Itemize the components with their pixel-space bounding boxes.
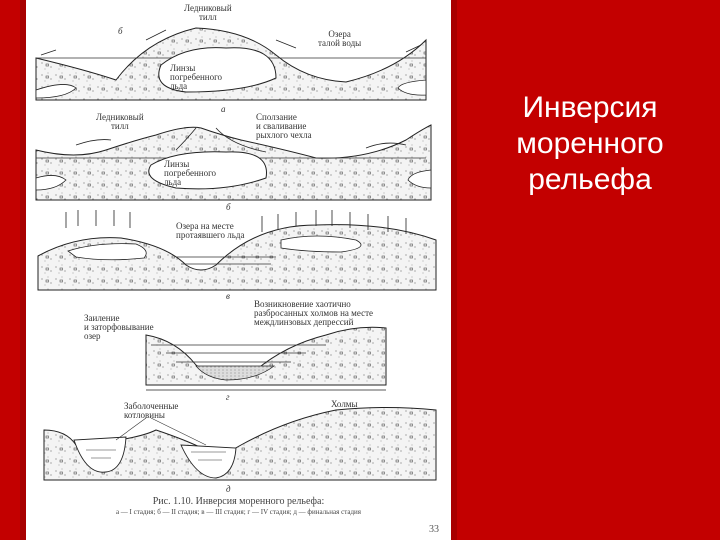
label-thawed-ice-lakes: Озера на месте протаявшего льда <box>176 221 245 240</box>
stage-label-e: д <box>226 484 231 494</box>
panel-e <box>43 407 437 481</box>
stage-label-d: г <box>226 392 230 402</box>
label-hills: Холмы <box>331 399 358 409</box>
figure-right-edge <box>451 0 457 540</box>
label-slumping: Сползание и сваливание рыхлого чехла <box>256 112 312 140</box>
label-glacial-till-b: Ледниковый тилл <box>96 112 144 131</box>
stage-label-a: а <box>221 104 226 114</box>
stage-label-b: б <box>226 202 231 212</box>
label-swamped-basins: Заболоченные котловины <box>124 401 179 420</box>
label-buried-ice-lenses-b: Линзы погребенного льда <box>164 159 217 187</box>
label-meltwater-lakes: Озера талой воды <box>318 29 362 48</box>
panel-a <box>35 27 427 101</box>
moraine-inversion-figure: Ледниковый тилл Озера талой воды Линзы п… <box>26 0 451 540</box>
figure-drawing <box>35 27 437 481</box>
label-b-marker: б <box>118 26 123 36</box>
stage-label-c: в <box>226 291 230 301</box>
label-lake-siltation: Заиление и заторфовывание озер <box>84 313 154 341</box>
title-line-3: рельефа <box>528 163 652 196</box>
slide-title: Инверсия моренного рельефа <box>465 90 715 198</box>
figure-caption-legend: а — I стадия; б — II стадия; в — III ста… <box>115 508 362 516</box>
label-glacial-till-a: Ледниковый тилл <box>184 3 232 22</box>
panel-d <box>145 326 387 391</box>
title-line-2: моренного <box>516 127 664 160</box>
figure-caption-title: Рис. 1.10. Инверсия моренного рельефа: <box>152 496 325 507</box>
panel-b <box>35 124 432 201</box>
page-number: 33 <box>429 524 439 535</box>
label-chaotic-hills: Возникновение хаотично разбросанных холм… <box>254 299 374 327</box>
figure-left-edge <box>20 0 26 540</box>
label-buried-ice-lenses-a: Линзы погребенного льда <box>170 63 223 91</box>
title-line-1: Инверсия <box>522 91 658 124</box>
panel-c <box>37 210 437 291</box>
